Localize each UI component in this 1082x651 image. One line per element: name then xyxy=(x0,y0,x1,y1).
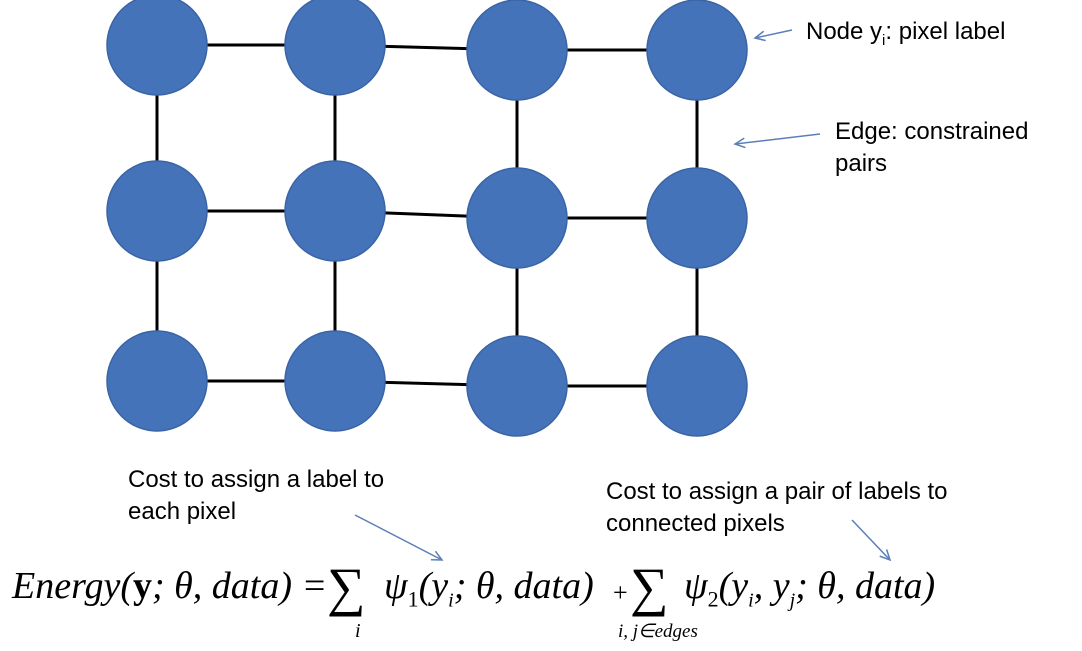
grid-node-2-2 xyxy=(466,335,568,437)
pairwise-annotation-arrow xyxy=(851,519,892,562)
grid-node-0-1 xyxy=(284,0,386,96)
edge-annotation-arrow-head xyxy=(733,137,746,149)
pairwise-annotation-line1: Cost to assign a pair of labels to xyxy=(606,478,948,505)
edge-annotation-line1: Edge: constrained xyxy=(835,118,1029,145)
unary-annotation: Cost to assign a label to each pixel xyxy=(128,464,384,528)
node-annotation-arrow-head xyxy=(753,30,766,42)
grid-node-1-1 xyxy=(284,160,386,262)
energy-lhs: Energy(y; θ, data) = xyxy=(12,565,328,607)
pairwise-annotation-line2: connected pixels xyxy=(606,510,785,537)
nodes-layer xyxy=(106,0,748,437)
grid-node-0-2 xyxy=(466,0,568,101)
grid-node-2-0 xyxy=(106,330,208,432)
grid-node-0-3 xyxy=(646,0,748,101)
pairwise-annotation-arrow-shaft xyxy=(851,519,891,561)
node-annotation: Node yi: pixel label xyxy=(806,18,1006,49)
grid-node-0-0 xyxy=(106,0,208,96)
sum-symbol-2: ∑ xyxy=(630,557,669,617)
arrows-layer xyxy=(354,29,892,562)
edge-annotation-arrow xyxy=(733,133,821,149)
edge-annotation: Edge: constrained pairs xyxy=(835,116,1028,180)
sum-index-1: i xyxy=(355,620,361,642)
unary-annotation-line2: each pixel xyxy=(128,498,237,525)
sum-symbol-1: ∑ xyxy=(327,557,366,617)
edge-annotation-arrow-shaft xyxy=(734,133,821,145)
edge-annotation-line2: pairs xyxy=(835,150,888,177)
unary-annotation-arrow-head xyxy=(430,550,444,561)
unary-annotation-arrow-shaft xyxy=(354,514,443,561)
edges-layer xyxy=(155,43,699,388)
grid-node-2-3 xyxy=(646,335,748,437)
plus-sign: + xyxy=(613,578,628,607)
grid-node-1-2 xyxy=(466,167,568,269)
grid-node-2-1 xyxy=(284,330,386,432)
pairwise-annotation-arrow-head xyxy=(879,549,892,562)
grid-node-1-0 xyxy=(106,160,208,262)
unary-annotation-arrow xyxy=(354,514,444,561)
sum-index-2: i, j∈edges xyxy=(618,621,698,642)
pairwise-term: ψ2(yi, yj; θ, data) xyxy=(684,565,936,612)
grid-node-1-3 xyxy=(646,167,748,269)
unary-term: ψ1(yi; θ, data) xyxy=(384,565,594,612)
node-annotation-arrow-shaft xyxy=(754,29,793,39)
unary-annotation-line1: Cost to assign a label to xyxy=(128,466,385,493)
node-annotation-arrow xyxy=(753,29,793,42)
pairwise-annotation: Cost to assign a pair of labels to conne… xyxy=(606,476,948,540)
